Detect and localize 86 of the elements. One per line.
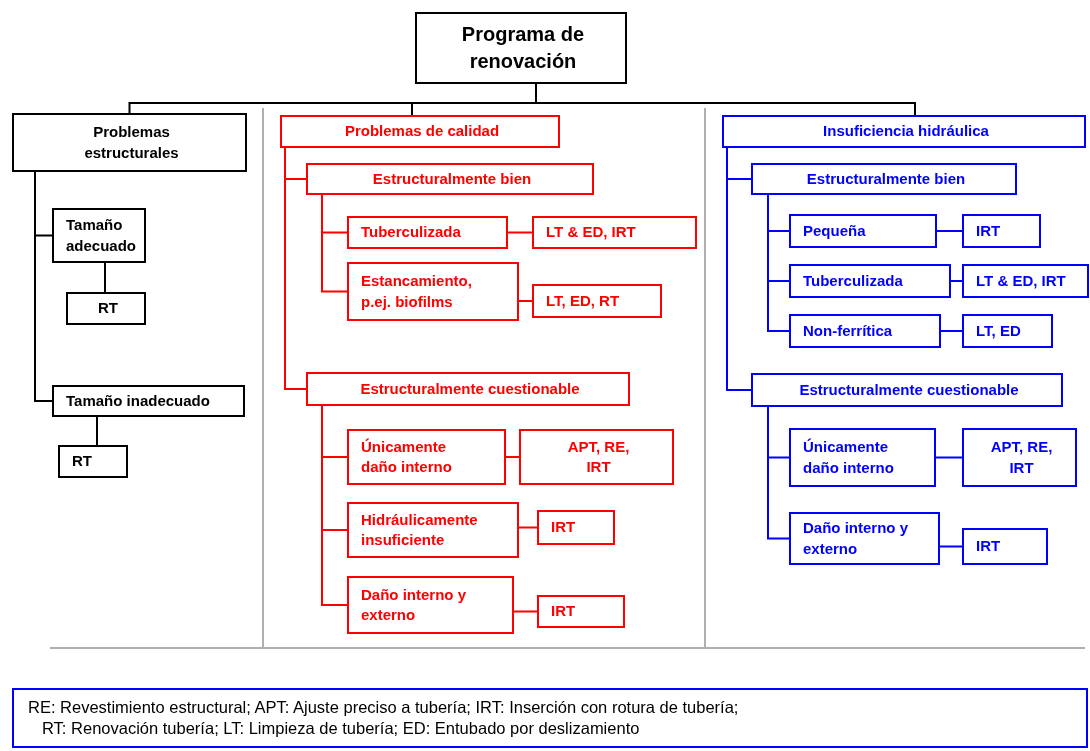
process-box: [52, 385, 245, 417]
process-box: [962, 214, 1041, 248]
node-label: IRT: [976, 536, 1001, 557]
node-label: Tuberculizada: [361, 222, 461, 243]
process-box: [789, 264, 951, 298]
node-label: LT, ED: [976, 320, 1021, 341]
node-label: Pequeña: [803, 220, 866, 241]
node-label: Non-ferrítica: [803, 320, 893, 341]
node-label: Estructuralmente bien: [372, 168, 532, 189]
process-box: [52, 208, 146, 263]
process-box: [751, 373, 1063, 407]
node-label: RT: [98, 298, 118, 319]
node-label: Daño interno y externo: [803, 518, 909, 559]
node-label: Problemas de calidad: [344, 121, 500, 142]
process-box: [347, 429, 506, 485]
process-box: [280, 115, 560, 148]
process-box: [962, 428, 1077, 487]
connector-line: [939, 545, 963, 548]
connector-line: [505, 456, 520, 458]
connector-line: [935, 456, 963, 459]
node-label: Hidráulicamente insuficiente: [361, 509, 479, 550]
process-box: [347, 216, 508, 249]
process-box: [962, 314, 1053, 348]
connector-line: [940, 330, 963, 332]
node-label: LT, ED, RT: [546, 290, 620, 311]
key-text: RE: Revestimiento estructural; APT: Ajuste preciso a tubería; IRT: Inserción con rotura de tubería;: [28, 696, 739, 718]
process-box: [415, 12, 627, 84]
connector-line: [96, 416, 98, 446]
node-label: LT & ED, IRT: [976, 270, 1066, 291]
node-label: Únicamente daño interno: [803, 437, 895, 478]
connector-line: [726, 147, 752, 391]
connector-line: [950, 280, 963, 282]
process-box: [537, 510, 615, 545]
process-box: [537, 595, 625, 628]
connector-line: [767, 194, 790, 332]
process-box: [962, 264, 1089, 298]
process-box: [347, 262, 519, 321]
connector-line: [936, 230, 963, 232]
process-box: [347, 576, 514, 634]
node-label: IRT: [551, 601, 576, 622]
process-box: [519, 429, 674, 485]
node-label: APT, RE, IRT: [566, 436, 631, 477]
node-label: Estancamiento, p.ej. biofilms: [361, 271, 473, 312]
connector-line: [518, 526, 538, 529]
process-box: [306, 163, 594, 195]
node-label: Tamaño adecuado: [66, 215, 136, 256]
node-label: Tamaño inadecuado: [66, 390, 210, 411]
node-label: Estructuralmente cuestionable: [360, 378, 580, 399]
key-text: RT: Renovación tubería; LT: Limpieza de tubería; ED: Entubado por deslizamiento: [41, 718, 640, 739]
process-box: [789, 314, 941, 348]
node-label: Insuficiencia hidráulica: [823, 121, 989, 142]
process-box: [12, 113, 247, 172]
process-box: [58, 445, 128, 478]
process-box: [722, 115, 1086, 148]
connector-line: [104, 262, 106, 293]
connector-line: [767, 406, 790, 540]
node-label: Daño interno y externo: [361, 584, 467, 625]
process-box: [789, 512, 940, 565]
connector-line: [321, 405, 348, 606]
connector-line: [513, 610, 538, 613]
process-box: [962, 528, 1048, 565]
process-box: [347, 502, 519, 558]
connector-line: [34, 171, 53, 402]
node-label: APT, RE, IRT: [989, 437, 1054, 478]
node-label: RT: [72, 451, 92, 472]
process-box: [751, 163, 1017, 195]
process-box: [532, 216, 697, 249]
node-label: LT & ED, IRT: [546, 222, 636, 243]
connector-line: [507, 231, 533, 234]
process-box: [532, 284, 662, 318]
abbreviation-key-box: [12, 688, 1088, 748]
node-label: Estructuralmente bien: [806, 168, 966, 189]
process-box: [789, 214, 937, 248]
node-label: Problemas estructurales: [83, 122, 180, 163]
node-label: IRT: [976, 220, 1001, 241]
connector-line: [284, 147, 307, 390]
node-label: Únicamente daño interno: [361, 436, 453, 477]
process-box: [66, 292, 146, 325]
node-label: IRT: [551, 517, 576, 538]
node-label: Estructuralmente cuestionable: [799, 379, 1019, 400]
connector-line: [321, 194, 348, 293]
node-label: Programa de renovación: [460, 22, 586, 74]
process-box: [789, 428, 936, 487]
process-box: [306, 372, 630, 406]
connector-line: [518, 300, 533, 302]
node-label: Tuberculizada: [803, 270, 903, 291]
